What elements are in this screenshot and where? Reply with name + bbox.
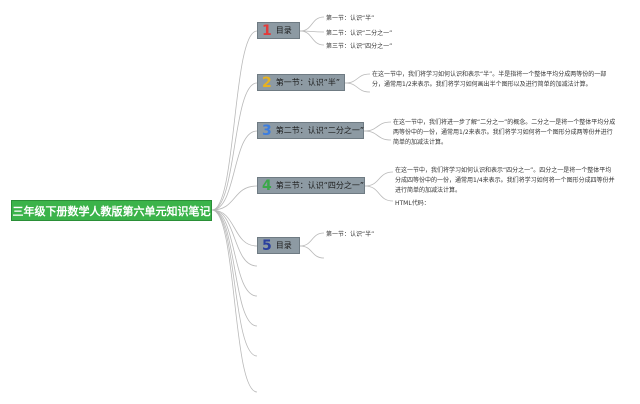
branch-number: 5 — [262, 237, 272, 254]
note-text: 在这一节中，我们将学习如何认识和表示“四分之一”。四分之一是将一个整体平均分成四… — [395, 167, 615, 194]
branch-label: 第二节：认识“二分之一” — [275, 126, 365, 135]
empty-branch-connector — [211, 209, 258, 357]
note-text: 在这一节中，我们将学习如何认识和表示“半”。半是指将一个整体平均分成两等份的一部… — [372, 71, 607, 88]
note-extra: HTML代码： — [395, 200, 430, 207]
empty-branch-connector — [211, 209, 258, 297]
branch-node-toc-2[interactable]: 5 目录 — [257, 237, 300, 254]
leaf-connector — [299, 245, 325, 259]
leaf-connector — [299, 16, 325, 32]
note-connector — [364, 171, 394, 187]
branch-node-section-2[interactable]: 3 第二节：认识“二分之一” — [257, 122, 364, 139]
leaf-connector — [299, 30, 325, 46]
note-connector — [344, 73, 371, 84]
branch-node-toc[interactable]: 1 目录 — [257, 22, 300, 39]
branch-node-section-1[interactable]: 2 第一节：认识“半” — [257, 74, 345, 91]
branch-number: 4 — [262, 177, 272, 194]
branch-connector — [211, 209, 258, 247]
note-connector — [344, 82, 371, 93]
note-text: 在这一节中，我们将进一步了解“二分之一”的概念。二分之一是将一个整体平均分成两等… — [393, 119, 616, 146]
root-label: 三年级下册数学人教版第六单元知识笔记 — [12, 204, 211, 218]
root-node[interactable]: 三年级下册数学人教版第六单元知识笔记 — [11, 200, 212, 221]
branch-number: 1 — [262, 22, 272, 39]
branch-label: 第三节：认识“四分之一” — [275, 181, 365, 190]
empty-branch-connector — [211, 209, 258, 267]
branch-connector — [211, 30, 258, 211]
leaf-item: 第一节：认识“半” — [326, 231, 375, 238]
leaf-item: 第三节：认识“四分之一” — [326, 43, 393, 50]
branch-label: 目录 — [275, 241, 292, 250]
note-connector — [363, 121, 392, 132]
empty-branch-connector — [211, 209, 258, 393]
leaf-item: 第二节：认识“二分之一” — [326, 30, 393, 37]
leaf-item: 第一节：认识“半” — [326, 15, 375, 22]
branch-number: 3 — [262, 122, 272, 139]
note-connector — [363, 130, 392, 141]
branch-label: 第一节：认识“半” — [275, 78, 341, 87]
branch-connector — [211, 130, 258, 211]
branch-node-section-3[interactable]: 4 第三节：认识“四分之一” — [257, 177, 365, 194]
branch-number: 2 — [262, 74, 272, 91]
branch-connector — [211, 82, 258, 211]
note-connector — [364, 185, 394, 202]
branch-label: 目录 — [275, 26, 292, 35]
branch-connector — [211, 185, 258, 211]
leaf-connector — [299, 232, 325, 247]
